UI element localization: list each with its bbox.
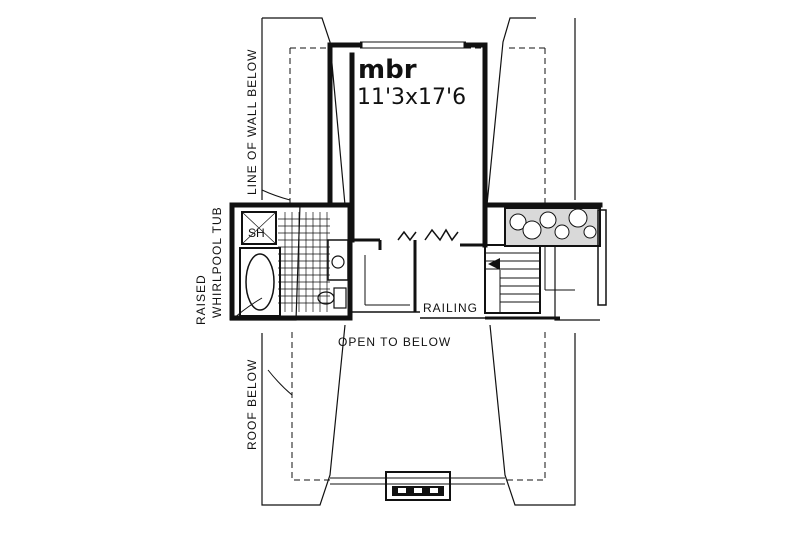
closet-walls xyxy=(352,238,485,313)
leader-lines xyxy=(231,189,293,396)
line-of-wall-below-label: LINE OF WALL BELOW xyxy=(245,49,259,195)
shower-stall xyxy=(241,211,277,245)
vanity xyxy=(327,239,349,281)
open-to-below-label: OPEN TO BELOW xyxy=(338,335,451,349)
room-size-mbr: 11'3x17'6 xyxy=(357,85,466,110)
sink-icon xyxy=(331,255,345,269)
bathroom xyxy=(229,202,353,321)
room-name-mbr: mbr xyxy=(358,55,417,85)
raised-label: RAISED xyxy=(194,274,208,325)
toilet-icon xyxy=(317,291,335,305)
bifold-doors xyxy=(397,228,459,242)
whirlpool-tub-label: WHIRLPOOL TUB xyxy=(210,206,224,318)
toilet-tank xyxy=(333,287,347,309)
planter xyxy=(504,207,607,306)
railing-label: RAILING xyxy=(423,301,478,315)
fireplace xyxy=(385,471,451,501)
bathroom-tile-grid xyxy=(278,212,330,312)
roof-below-label: ROOF BELOW xyxy=(245,359,259,450)
lower-window xyxy=(330,471,505,501)
stairs xyxy=(484,244,541,314)
shower-label: SH xyxy=(248,226,265,240)
stair-arrow-icon xyxy=(488,258,500,270)
mbr-window xyxy=(360,41,466,49)
whirlpool-tub xyxy=(239,247,281,317)
